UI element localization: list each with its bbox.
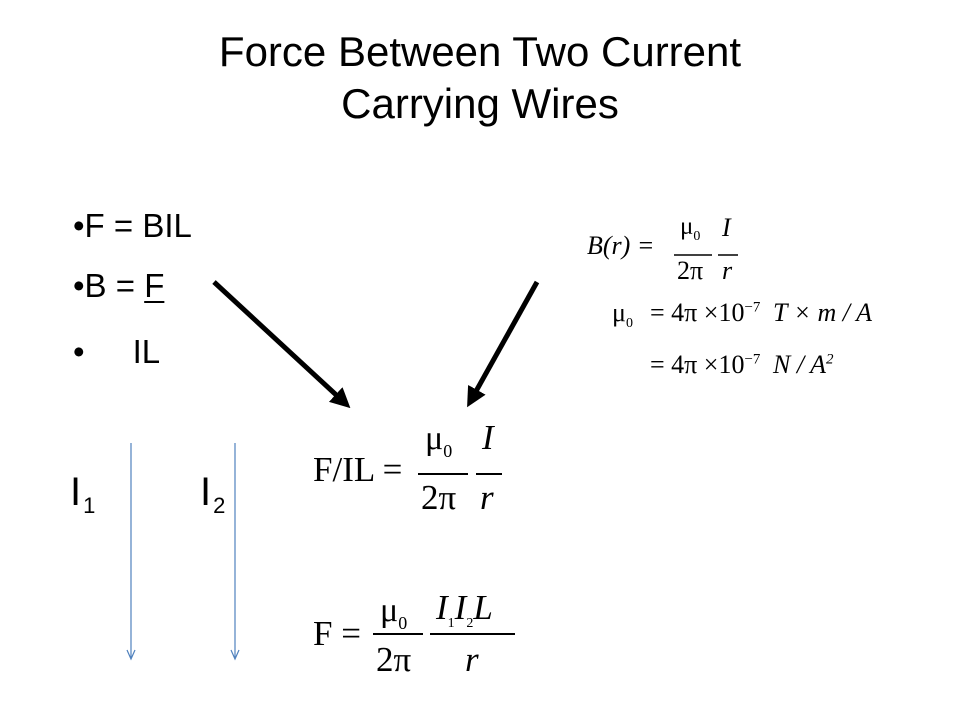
eq-f-i1-sub: 1 bbox=[447, 616, 455, 631]
eq-mu0-unit-2: N / A2 bbox=[773, 350, 833, 380]
eq-mu0-coefficient: = 4π ×10 bbox=[650, 298, 745, 327]
bullet-b-equals: •B = F bbox=[73, 266, 164, 306]
title-line-1: Force Between Two Current bbox=[218, 28, 742, 75]
eq-mu0-symbol: μ bbox=[612, 298, 626, 327]
eq-f-length: L bbox=[473, 588, 493, 627]
eq-fil-mu: μ0 bbox=[425, 420, 452, 462]
eq-mu0-exponent-2: −7 bbox=[744, 351, 761, 368]
eq-fil-mu-sub: 0 bbox=[443, 440, 453, 461]
pointer-arrow-left bbox=[212, 280, 351, 409]
eq-f-mu-sub: 0 bbox=[398, 612, 408, 633]
eq-mu0-exponent: −7 bbox=[744, 299, 761, 316]
eq-fil-mu-symbol: μ bbox=[425, 420, 444, 457]
eq-mu0-unit-2-base: N / A bbox=[773, 350, 826, 379]
i2-base: I bbox=[200, 470, 212, 514]
eq-mu0-unit: T × m / A bbox=[773, 298, 872, 327]
i2-subscript: 2 bbox=[213, 493, 226, 518]
eq-f-i2: I bbox=[454, 588, 467, 627]
i1-base: I bbox=[70, 470, 82, 514]
eq-b-lhs: B(r) = bbox=[587, 231, 655, 260]
bullet-b-prefix: •B = bbox=[73, 267, 145, 304]
bullet-b-numerator: F bbox=[144, 267, 165, 304]
eq-f-lhs: F = bbox=[313, 614, 361, 653]
wire-2 bbox=[230, 443, 240, 661]
eq-fil-lhs: F/IL = bbox=[313, 450, 403, 489]
eq-mu0-value-2: = 4π ×10−7 bbox=[650, 350, 760, 380]
pointer-arrow-right bbox=[467, 280, 540, 408]
eq-b-mu: μ0 bbox=[680, 213, 700, 245]
eq-mu0-coefficient-2: = 4π ×10 bbox=[650, 350, 745, 379]
eq-fil-denominator: 2π bbox=[421, 478, 457, 517]
i1-subscript: 1 bbox=[83, 493, 96, 518]
eq-b-mu-sub: 0 bbox=[693, 229, 701, 244]
current-label-i1: I1 bbox=[70, 470, 95, 528]
eq-mu0-sub: 0 bbox=[625, 316, 633, 332]
eq-f-i1: I bbox=[436, 588, 448, 627]
eq-fil-current: I bbox=[482, 418, 494, 457]
eq-f-i2-sub: 2 bbox=[466, 616, 474, 631]
eq-b-distance: r bbox=[722, 256, 733, 285]
eq-b-denominator: 2π bbox=[677, 256, 704, 285]
eq-b-mu-symbol: μ bbox=[680, 213, 694, 240]
slide-title: Force Between Two Current Carrying Wires bbox=[0, 26, 960, 130]
eq-mu0-unit-2-exp: 2 bbox=[825, 351, 834, 368]
bullet-il-dot: • bbox=[73, 333, 85, 370]
bullet-il: • IL bbox=[73, 332, 160, 372]
title-line-2: Carrying Wires bbox=[341, 80, 619, 127]
eq-f-denominator: 2π bbox=[376, 640, 412, 679]
eq-f-mu: μ0 bbox=[380, 592, 407, 634]
eq-f-distance: r bbox=[465, 640, 479, 679]
eq-mu0-value: = 4π ×10−7 bbox=[650, 298, 760, 328]
eq-mu0-lhs: μ0 bbox=[612, 298, 633, 332]
eq-f-mu-symbol: μ bbox=[380, 592, 399, 629]
bullet-il-denominator: IL bbox=[132, 333, 161, 370]
eq-b-current: I bbox=[722, 213, 731, 242]
current-label-i2: I2 bbox=[200, 470, 225, 528]
wire-1 bbox=[126, 443, 136, 661]
eq-fil-distance: r bbox=[480, 478, 494, 517]
eq-f-numerator: I1I2L bbox=[436, 588, 493, 632]
bullet-f-equals-bil: •F = BIL bbox=[73, 207, 192, 244]
